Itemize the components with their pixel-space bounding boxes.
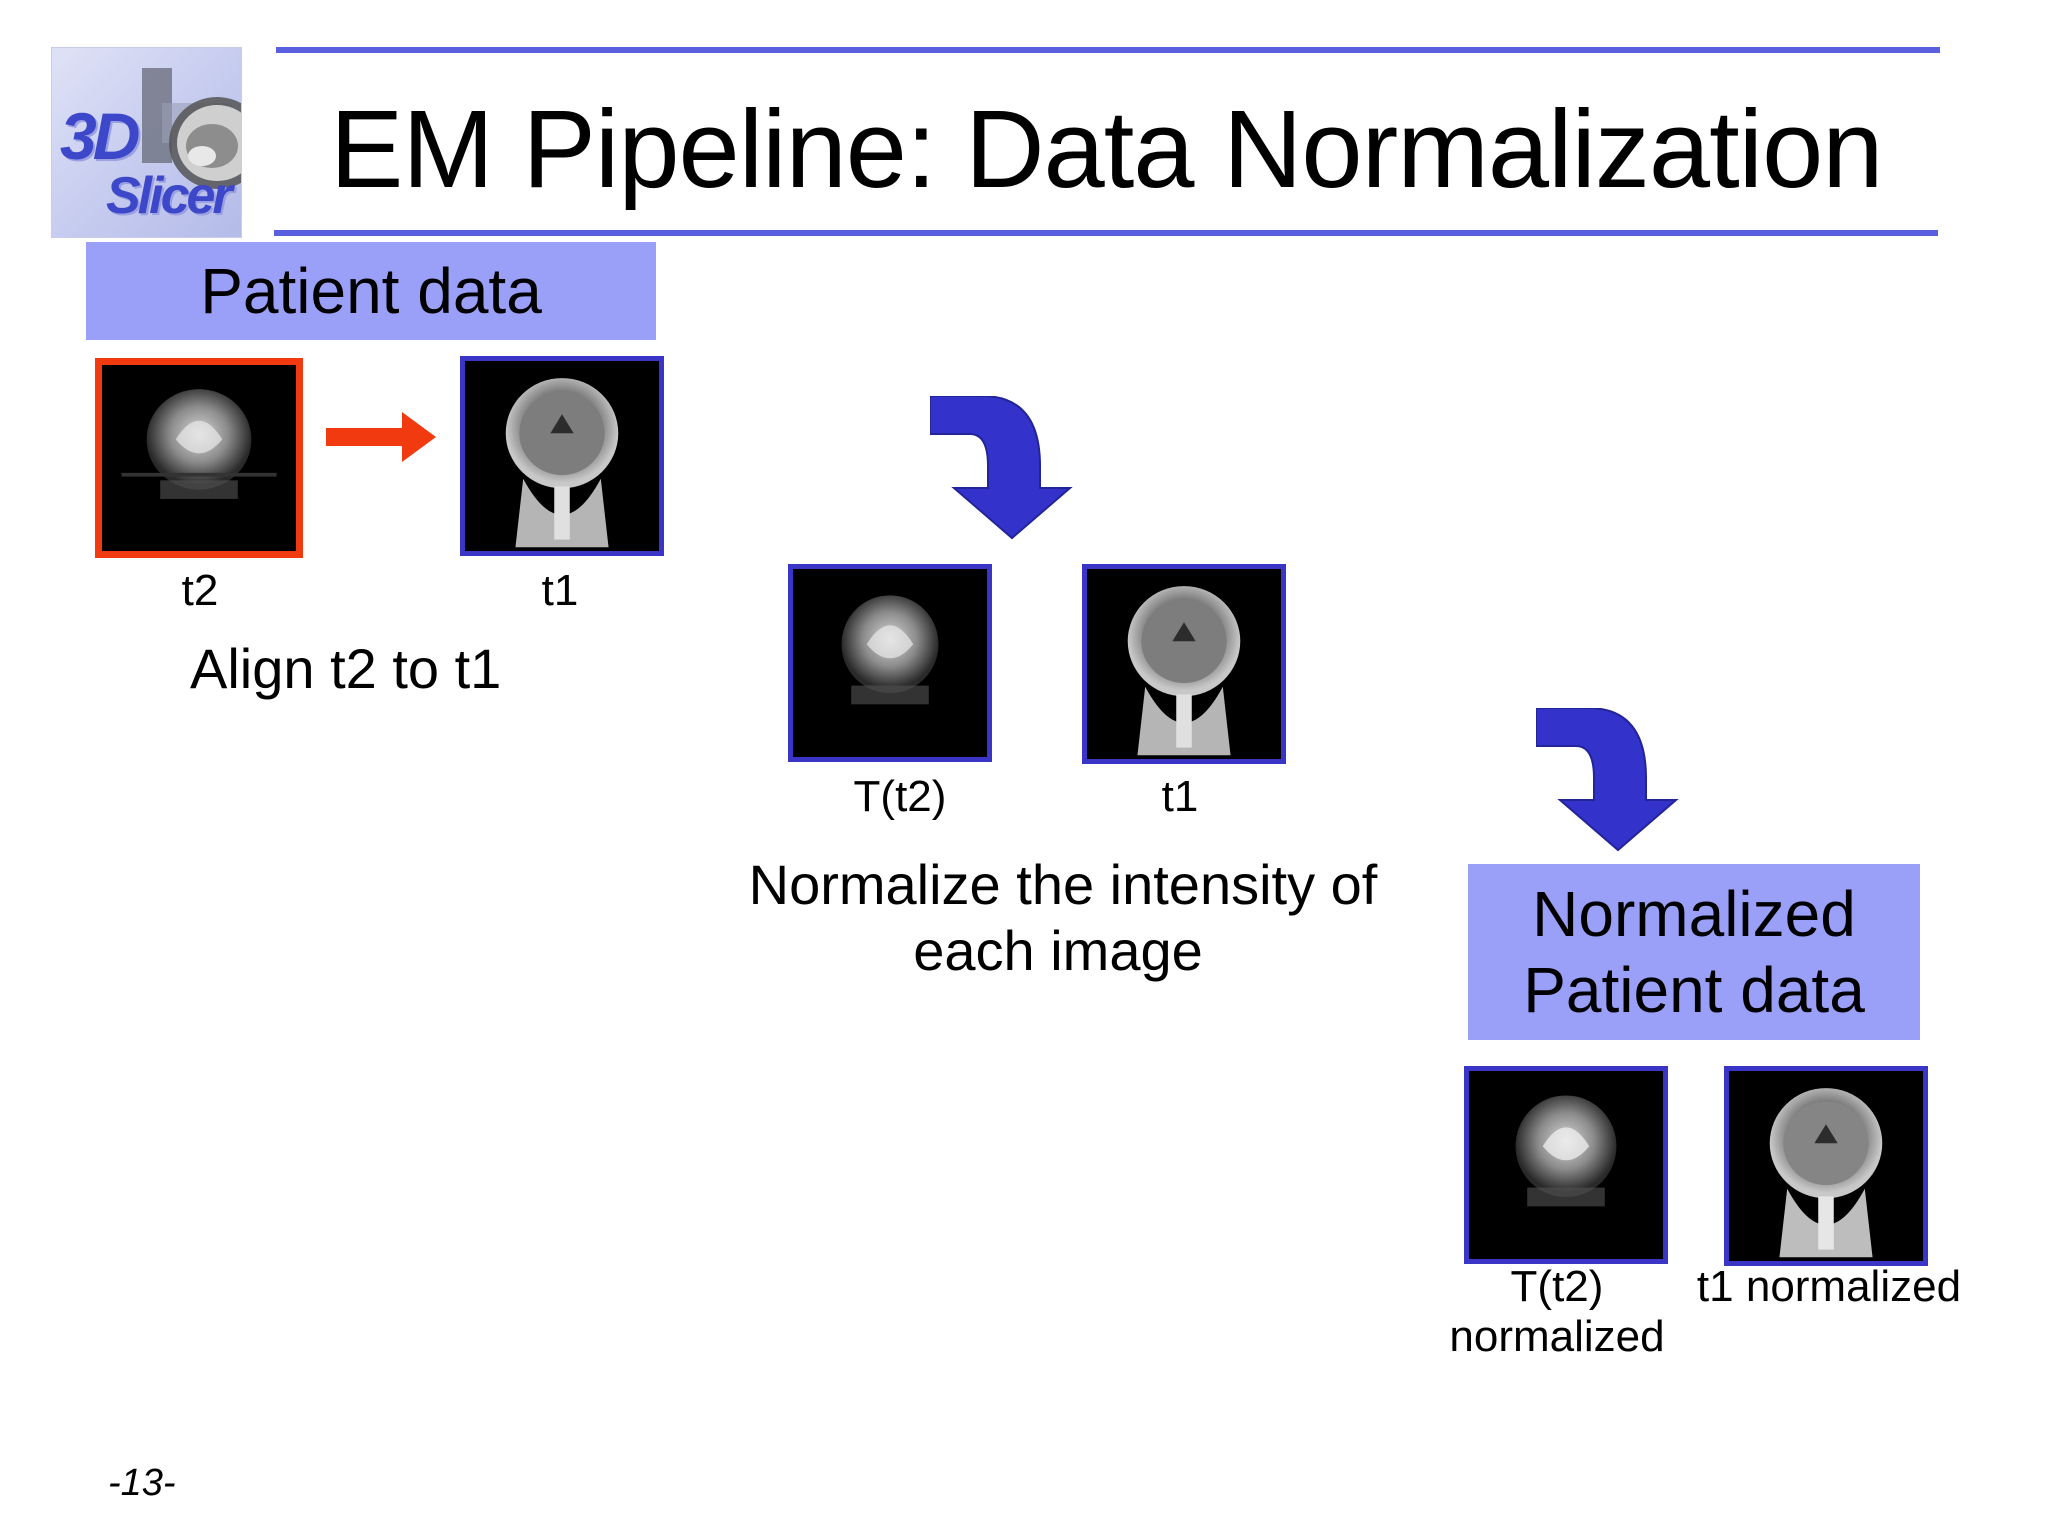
page-number: -13- bbox=[108, 1462, 176, 1504]
logo-text-slicer: Slicer bbox=[106, 167, 233, 225]
label-t2: t2 bbox=[181, 566, 219, 615]
logo-text-3d: 3D bbox=[60, 99, 140, 173]
curved-arrow-icon bbox=[1536, 708, 1679, 852]
title-rule-top bbox=[276, 47, 1940, 53]
normalized-patient-data-label: Normalized Patient data bbox=[1468, 864, 1920, 1040]
scan-t1-step2 bbox=[1082, 564, 1286, 764]
align-caption: Align t2 to t1 bbox=[190, 637, 502, 700]
label-t1: t1 bbox=[541, 566, 579, 615]
normalized-label-line1: Normalized bbox=[1532, 878, 1856, 950]
title-rule-bottom bbox=[274, 230, 1938, 236]
label-transformed-t2-normalized: T(t2) normalized bbox=[1434, 1262, 1680, 1362]
patient-data-label: Patient data bbox=[86, 242, 656, 340]
3d-slicer-logo: 3D Slicer bbox=[51, 47, 242, 238]
brain-scan-icon bbox=[142, 68, 241, 189]
normalize-caption-line1: Normalize the intensity of bbox=[748, 853, 1378, 916]
label-t1-normalized: t1 normalized bbox=[1696, 1262, 1962, 1311]
slide-title: EM Pipeline: Data Normalization bbox=[330, 88, 1883, 211]
scan-t1 bbox=[460, 356, 664, 556]
align-arrow-icon bbox=[326, 412, 436, 462]
scan-t1-normalized bbox=[1724, 1066, 1928, 1266]
scan-transformed-t2-normalized bbox=[1464, 1066, 1668, 1264]
label-transformed-t2-normalized-line2: normalized bbox=[1449, 1312, 1665, 1361]
curved-arrow-icon bbox=[930, 396, 1073, 540]
scan-transformed-t2 bbox=[788, 564, 992, 762]
scan-t2 bbox=[95, 358, 303, 558]
label-t1-step2: t1 bbox=[1161, 772, 1199, 821]
normalized-label-line2: Patient data bbox=[1523, 954, 1865, 1026]
normalize-caption-line2: each image bbox=[913, 919, 1203, 982]
label-transformed-t2: T(t2) bbox=[853, 772, 947, 821]
label-transformed-t2-normalized-line1: T(t2) bbox=[1510, 1262, 1604, 1311]
